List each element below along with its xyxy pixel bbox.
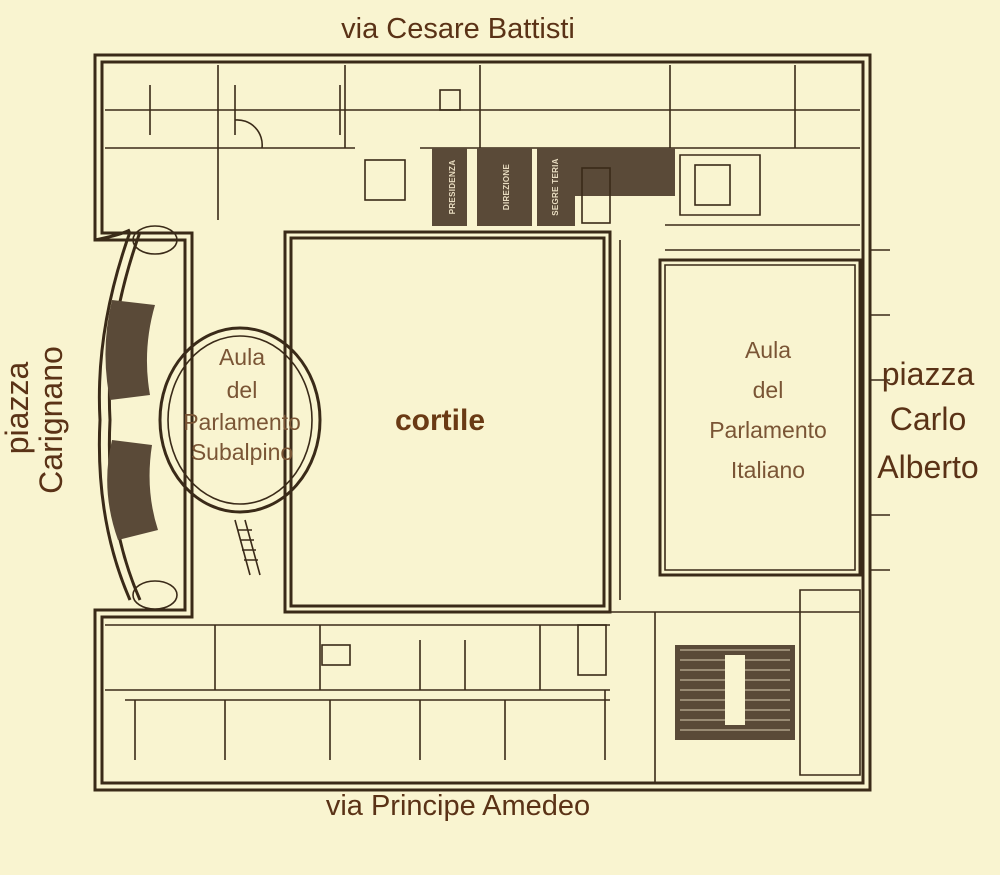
- presidenza-office[interactable]: [432, 148, 467, 226]
- east-wing: [619, 240, 890, 600]
- square-east-line3: Alberto: [877, 449, 978, 485]
- street-south-label: via Principe Amedeo: [326, 790, 590, 822]
- italiano-line3: Parlamento: [709, 417, 827, 443]
- subalpino-hall: [105, 225, 322, 610]
- subalpino-line4: Subalpino: [191, 439, 293, 465]
- square-east-line2: Carlo: [890, 401, 966, 437]
- presidenza-label: PRESIDENZA: [448, 160, 457, 215]
- segreteria-label: SEGRE TERIA: [551, 158, 560, 216]
- courtyard-label: cortile: [395, 404, 485, 437]
- direzione-office[interactable]: [477, 148, 532, 226]
- south-east-staircase: [675, 645, 795, 740]
- segreteria-office[interactable]: [537, 148, 575, 226]
- offices-block: [432, 148, 675, 226]
- direzione-label: DIREZIONE: [502, 164, 511, 211]
- italiano-line4: Italiano: [731, 457, 805, 483]
- street-north-label: via Cesare Battisti: [341, 13, 575, 45]
- italiano-line1: Aula: [745, 337, 791, 363]
- south-wing: [105, 589, 861, 783]
- square-west-line1: piazza: [0, 362, 35, 455]
- subalpino-line3: Parlamento: [183, 409, 301, 435]
- outer-walls: [93, 53, 872, 792]
- subalpino-line2: del: [227, 377, 258, 403]
- subalpino-line1: Aula: [219, 344, 265, 370]
- italiano-line2: del: [753, 377, 784, 403]
- square-east-line1: piazza: [882, 356, 975, 392]
- square-west-line2: Carignano: [33, 346, 69, 494]
- office-corridor: [575, 148, 675, 196]
